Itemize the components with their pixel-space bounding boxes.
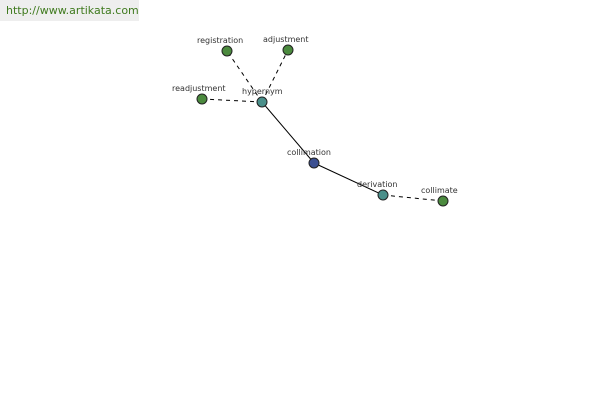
edge-hypernym-readjustment [201,98,263,103]
node-circle-derivation[interactable] [377,189,389,201]
watermark-link[interactable]: http://www.artikata.com [0,0,139,21]
node-circle-readjustment[interactable] [196,93,208,105]
node-collimation[interactable]: collimation [287,148,331,169]
edge-hypernym-adjustment [261,49,289,103]
node-label-collimate: collimate [421,186,458,195]
node-circle-collimate[interactable] [437,195,449,207]
edge-derivation-collimate [382,194,444,202]
edge-hypernym-registration [226,50,263,103]
node-label-collimation: collimation [287,148,331,157]
node-label-adjustment: adjustment [263,35,309,44]
node-label-derivation: derivation [357,180,397,189]
node-label-readjustment: readjustment [172,84,226,93]
node-circle-adjustment[interactable] [282,44,294,56]
node-circle-collimation[interactable] [308,157,320,169]
graph-edges [201,49,444,202]
edge-collimation-derivation [313,162,384,196]
node-registration[interactable]: registration [197,36,243,57]
node-readjustment[interactable]: readjustment [172,84,226,105]
graph-nodes: collimation hypernym derivation registratio… [172,35,458,207]
node-adjustment[interactable]: adjustment [263,35,309,56]
node-circle-registration[interactable] [221,45,233,57]
edge-collimation-hypernym [261,101,315,164]
node-label-registration: registration [197,36,243,45]
node-label-hypernym: hypernym [242,87,283,96]
node-derivation[interactable]: derivation [357,180,397,201]
node-circle-hypernym[interactable] [256,96,268,108]
node-hypernym[interactable]: hypernym [242,87,283,108]
node-collimate[interactable]: collimate [421,186,458,207]
